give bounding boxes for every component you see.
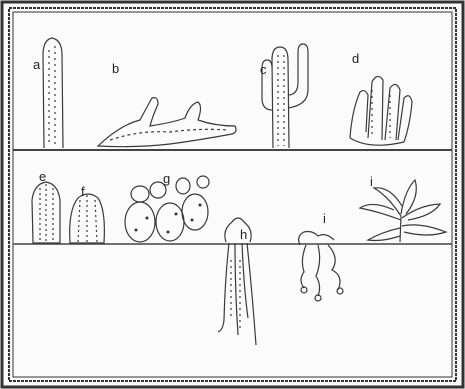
plant-f-barrel-cactus [70,194,105,243]
plant-c-saguaro-cactus [262,44,308,148]
label-d: d [352,52,359,65]
label-g: g [163,172,170,185]
plant-i-leafy-succulent [360,180,446,242]
label-a: a [33,58,40,71]
label-h: h [240,228,247,241]
plant-h-hanging-cactus [218,218,256,345]
label-b: b [112,62,119,75]
label-e: e [39,170,46,183]
plant-d-clustered-cactus [350,76,412,145]
plant-a-columnar-cactus [43,38,63,148]
plant-e-ribbed-cactus [32,182,60,243]
label-c: c [260,63,267,76]
label-i-first: i [323,212,326,225]
plant-b-creeping-cactus [98,98,236,147]
label-f: f [81,185,85,198]
label-i-second: i [370,175,373,188]
plant-i-trailing-succulent [299,232,343,302]
